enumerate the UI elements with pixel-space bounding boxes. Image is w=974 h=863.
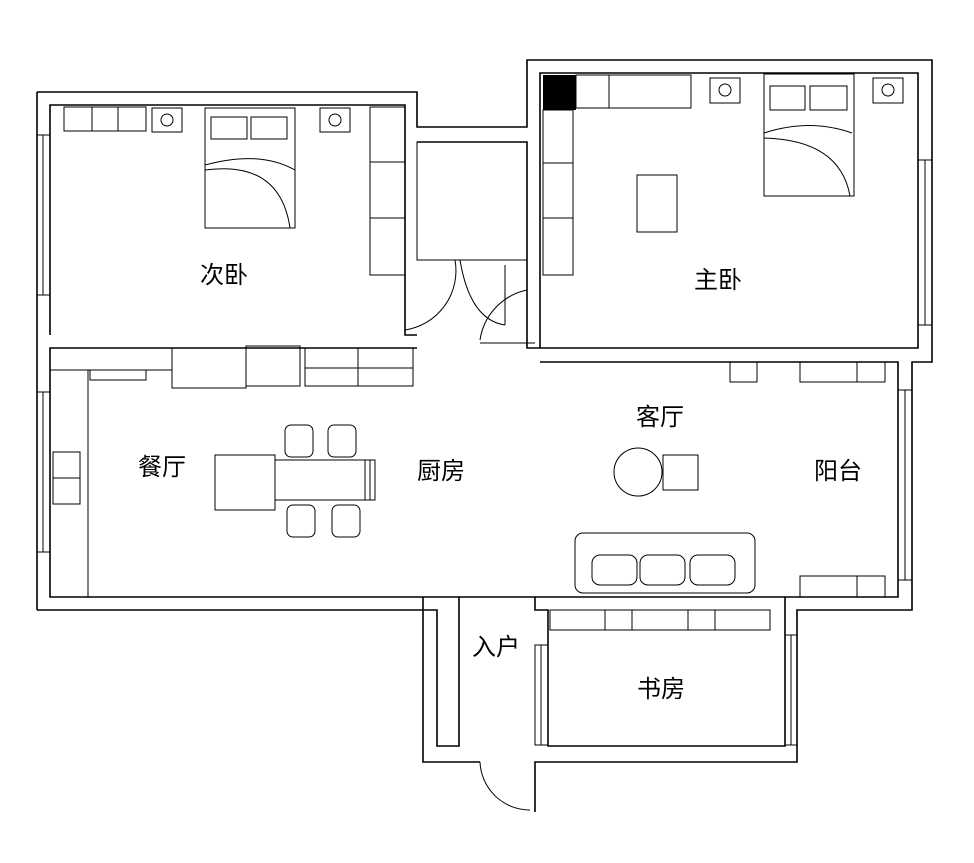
room-labels: 次卧 主卧 客厅 餐厅 厨房 阳台 入户 书房: [138, 261, 862, 703]
label-master-bedroom: 主卧: [694, 266, 742, 294]
label-second-bedroom: 次卧: [200, 261, 248, 289]
label-living-room: 客厅: [636, 403, 684, 431]
furniture: [49, 73, 904, 811]
label-dining-room: 餐厅: [138, 453, 186, 481]
label-entrance: 入户: [472, 633, 520, 661]
sofa: [574, 532, 756, 594]
bed: [763, 73, 855, 197]
windows: [36, 134, 933, 746]
label-balcony: 阳台: [814, 457, 862, 485]
label-kitchen: 厨房: [417, 457, 465, 485]
label-study: 书房: [637, 675, 685, 703]
bed: [204, 107, 296, 229]
walls: [36, 59, 933, 812]
